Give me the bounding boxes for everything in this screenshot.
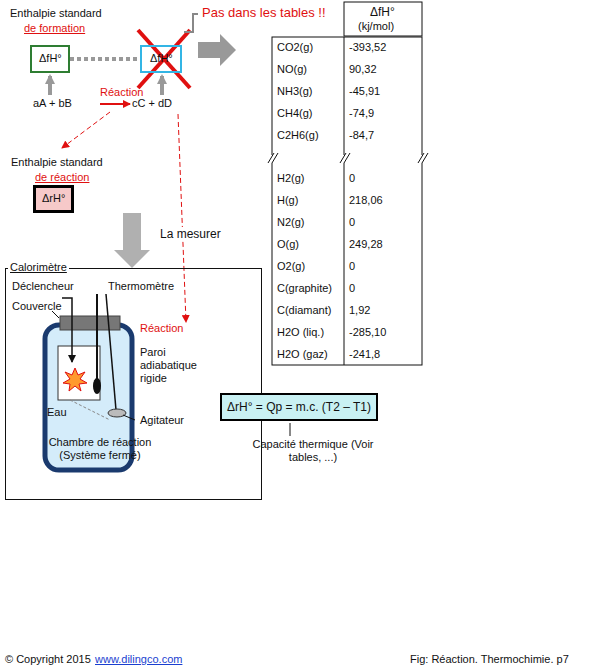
table-cell: CH4(g) [277,107,312,120]
table-cell: ΔfH° [370,5,395,19]
table-frame [344,2,422,36]
label: Couvercle [12,300,62,313]
table-cell: 90,32 [349,63,377,76]
table-cell: C(diamant) [277,304,331,317]
node-text: ΔfH° [39,52,62,65]
dashed-leader [178,114,186,322]
label: Réaction [140,322,183,335]
block-arrow [198,34,236,66]
table-cell: -241,8 [349,348,380,361]
label: Chambre de réaction (Système fermé) [40,436,160,462]
thermometer [96,294,98,380]
table-cell: H2O (liq.) [277,326,324,339]
table-cell: -393,52 [349,41,386,54]
label: aA + bB [33,97,72,110]
leader-line [52,311,59,318]
formation-box: Enthalpie standardde formationΔfH° [30,45,70,73]
table-cell: -74,9 [349,107,374,120]
reaction-enthalpy-box: Enthalpie standardde réactionΔrH° [33,185,74,213]
leader-line [123,415,135,420]
up-arrow [48,76,52,95]
table-cell: NO(g) [277,63,307,76]
lid [60,316,120,330]
table-cell: 1,92 [349,304,370,317]
starburst [63,368,87,391]
label: Déclencheur [12,280,74,293]
trigger-rod [62,298,72,362]
table-cell: 0 [349,216,355,229]
label: Fig: Réaction. Thermochimie. p7 [410,653,569,666]
label: Capacité thermique (Voir tables, ...) [238,438,388,464]
table-cell: CO2(g) [277,41,313,54]
dashed-line [70,400,110,420]
thermometer-bulb [93,378,101,394]
formula-box: ΔrH° = Qp = m.c. (T2 – T1) [220,393,378,421]
label: Eau [47,406,67,419]
reaction-arrow [100,103,130,105]
table-cell: C(graphite) [277,282,332,295]
node-heading: de réaction [35,171,89,184]
table-frame [272,37,422,365]
label: Pas dans les tables !! [202,5,326,21]
break-mark [268,153,428,163]
connector [70,59,140,60]
leader-line [290,423,291,436]
label: cC + dD [132,97,172,110]
table-cell: 218,06 [349,194,383,207]
table-cell: -45,91 [349,85,380,98]
table-frame [344,37,345,365]
node-heading: Enthalpie standard [11,156,103,169]
table-cell: H(g) [277,194,298,207]
node-text: ΔrH° [42,192,65,205]
table-cell: H2O (gaz) [277,348,328,361]
reaction-chamber [58,346,100,400]
table-cell: O(g) [277,238,299,251]
stirrer [108,409,126,417]
table-cell: 0 [349,260,355,273]
table-cell: N2(g) [277,216,305,229]
table-cell: -285,10 [349,326,386,339]
stirrer-rod [106,294,116,410]
label: © Copyright 2015 [5,653,91,666]
node-text: ΔfH° [150,52,173,65]
table-cell: 249,28 [349,238,383,251]
label: Thermomètre [108,280,174,293]
table-break [266,155,428,163]
connector [114,213,150,268]
label: www.dilingco.com [95,653,182,666]
label: Paroi adiabatique rigide [140,346,220,386]
bracket [184,14,198,32]
label: Agitateur [140,414,184,427]
table-cell: NH3(g) [277,85,312,98]
node-text: ΔrH° = Qp = m.c. (T2 – T1) [227,400,371,414]
table-cell: -84,7 [349,129,374,142]
vessel [45,325,132,470]
node-heading: Calorimètre [8,261,69,274]
node-heading: Enthalpie standard [10,7,102,20]
node-heading: de formation [24,22,85,35]
table-cell: 0 [349,282,355,295]
table-cell: (kj/mol) [358,20,394,33]
table-cell: O2(g) [277,260,305,273]
up-arrow [160,76,164,95]
dashed-leader [62,112,110,148]
table-cell: C2H6(g) [277,129,319,142]
edge-label: La mesurer [158,227,223,241]
crossed-box: ΔfH° [140,45,182,73]
table-cell: H2(g) [277,172,305,185]
table-cell: 0 [349,172,355,185]
